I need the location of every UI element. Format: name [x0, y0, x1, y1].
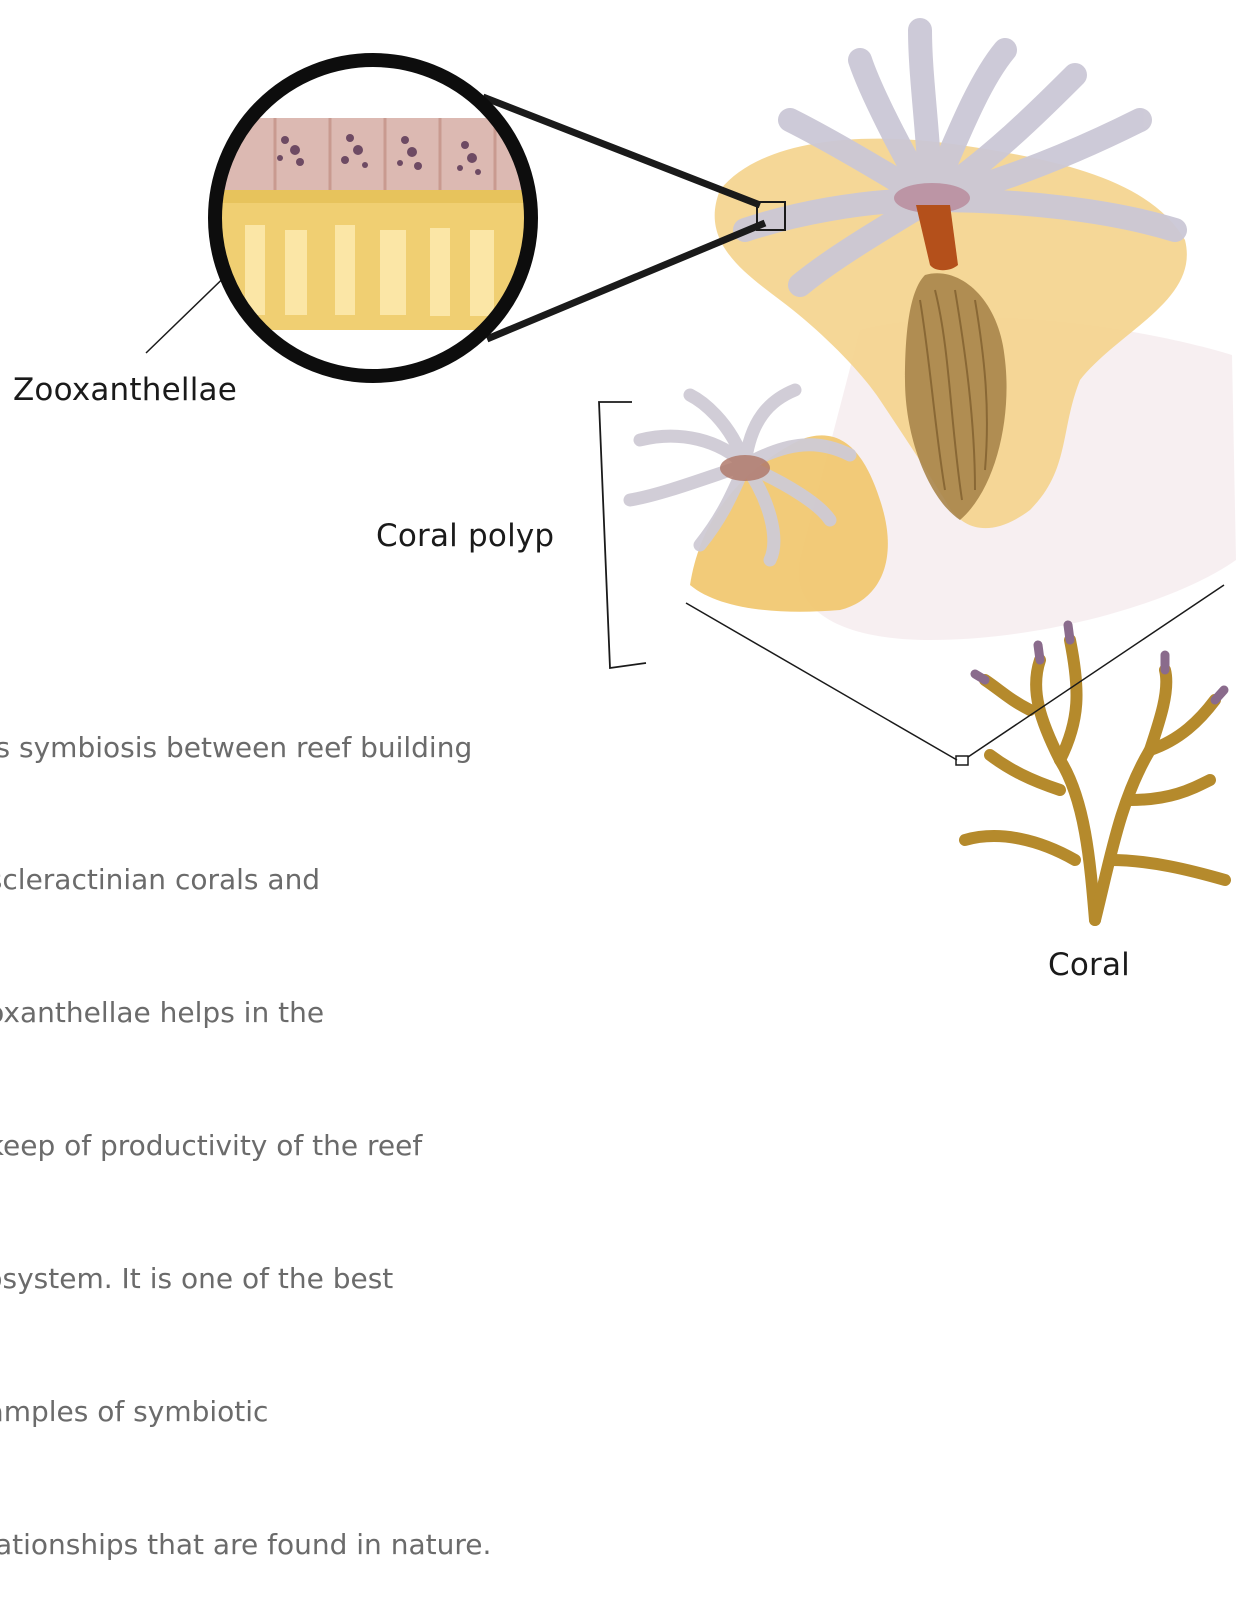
paragraph-line: cosystem. It is one of the best: [0, 1257, 540, 1301]
label-zooxanthellae: Zooxanthellae: [13, 372, 237, 408]
zoom-source-square-small: [956, 756, 968, 765]
label-coral-polyp: Coral polyp: [376, 518, 554, 554]
coral-branches: [965, 625, 1225, 920]
paragraph-line: xamples of symbiotic: [0, 1390, 540, 1434]
label-coral: Coral: [1048, 947, 1130, 983]
paragraph-line: ooxanthellae helps in the: [0, 991, 540, 1035]
description-paragraph: his symbiosis between reef building , sc…: [0, 637, 540, 1612]
paragraph-line: elationships that are found in nature.: [0, 1523, 540, 1567]
paragraph-line: , scleractinian corals and: [0, 858, 540, 902]
paragraph-line: his symbiosis between reef building: [0, 726, 540, 770]
paragraph-line: pkeep of productivity of the reef: [0, 1124, 540, 1168]
